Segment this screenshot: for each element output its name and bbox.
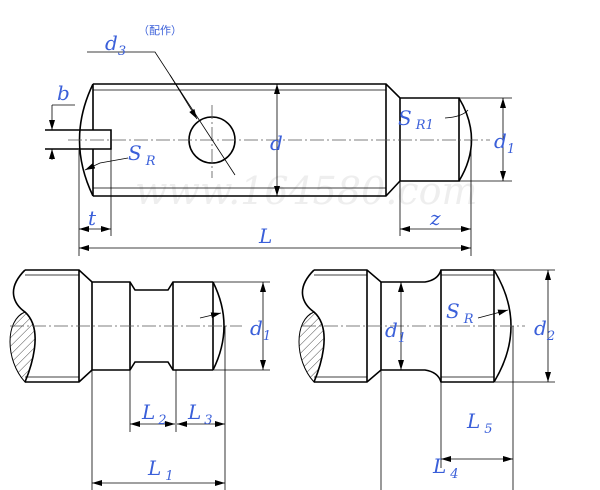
label-main: S [398,106,412,130]
label-main: d [534,316,547,340]
pin-outline [93,83,460,197]
watermark: www.164580.com [135,169,477,213]
label-d1: d1 [250,316,271,344]
label-sub: 3 [118,44,126,59]
hatched-section [298,311,325,383]
label-sub: 3 [204,413,212,428]
label-main: d [105,31,118,55]
label-main: L [147,456,161,480]
label-sub: 1 [165,469,173,484]
label-d3-note: （配作） [138,24,182,37]
label-main: d [494,129,507,153]
label-b: b [57,81,70,105]
label-z: z [429,206,441,230]
label-main: L [432,454,446,478]
label-sub: 4 [449,467,458,482]
label-d1: d1 [494,129,515,157]
sr-leader [477,309,509,319]
label-main: L [466,409,480,433]
d3-leader-arrow [169,74,198,120]
label-L: L [258,224,272,248]
end-arc [212,281,225,371]
label-d2: d2 [534,316,555,344]
label-main: L [187,400,201,424]
label-sub: 1 [507,142,515,157]
sr1-leader [444,109,469,119]
label-main: d [385,318,398,342]
label-sub: 2 [157,413,166,428]
d3-leader [87,51,236,176]
label-main: S [446,299,460,323]
slot [45,129,112,150]
label-main: S [128,141,142,165]
label-sub: 1 [263,329,271,344]
label-sub: R1 [415,118,434,133]
label-sub: R [145,154,156,169]
label-main: L [141,400,155,424]
radius-leader [199,312,222,319]
sr-leader [84,157,129,171]
grooved-end-outline [25,269,213,383]
label-d1: d1 [385,318,406,346]
label-sub: 2 [546,329,555,344]
label-sub: 5 [484,422,492,437]
label-sub: 1 [398,331,406,346]
label-sub: R [463,312,474,327]
label-d3: d3 [105,31,126,59]
hatched-section [9,311,36,383]
label-main: d [250,316,263,340]
label-t: t [88,206,97,230]
label-d: d [270,131,283,155]
